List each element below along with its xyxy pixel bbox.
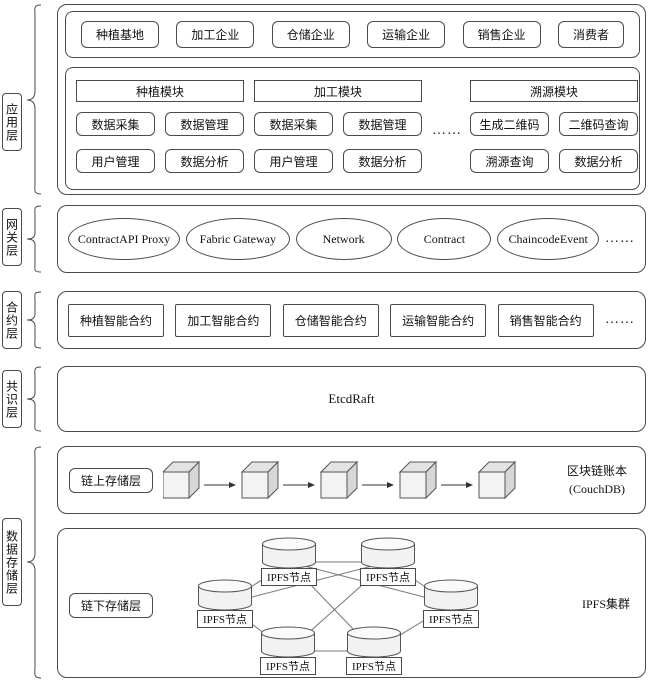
cube-icon (398, 460, 438, 500)
ipfs-node: IPFS节点 (260, 626, 316, 675)
contract-layer-panel: 种植智能合约 加工智能合约 仓储智能合约 运输智能合约 销售智能合约 …… (57, 291, 646, 349)
actor-transport-enterprise: 运输企业 (367, 21, 446, 48)
actor-sales-enterprise: 销售企业 (462, 21, 541, 48)
database-cylinder-icon (261, 626, 315, 658)
cube-icon (163, 460, 201, 500)
module-item: 数据分析 (343, 149, 422, 173)
layer-label-contract: 合约层 (2, 291, 22, 349)
gateway-node-network: Network (295, 218, 392, 260)
database-cylinder-icon (361, 537, 415, 569)
layer-brace-storage-icon (26, 446, 42, 679)
module-item: 生成二维码 (470, 112, 549, 136)
modules-ellipsis: …… (432, 123, 462, 138)
database-cylinder-icon (262, 537, 316, 569)
module-item: 数据采集 (76, 112, 155, 136)
module-item: 二维码查询 (559, 112, 638, 136)
onchain-storage-label: 链上存储层 (69, 468, 153, 493)
ipfs-node-label: IPFS节点 (197, 610, 253, 628)
cube-icon (319, 460, 359, 500)
layer-label-storage: 数据存储层 (2, 518, 22, 606)
application-layer-panel: 种植基地 加工企业 仓储企业 运输企业 销售企业 消费者 种植模块 数据采集 数… (57, 4, 646, 195)
application-actors-panel: 种植基地 加工企业 仓储企业 运输企业 销售企业 消费者 (65, 11, 640, 58)
layer-brace-gateway-icon (26, 205, 42, 273)
ipfs-node: IPFS节点 (261, 537, 317, 586)
layer-brace-consensus-icon (26, 366, 42, 432)
contract-planting: 种植智能合约 (68, 303, 165, 337)
actor-warehousing-enterprise: 仓储企业 (271, 21, 350, 48)
module-traceability: 溯源模块 生成二维码 二维码查询 溯源查询 数据分析 (470, 80, 638, 173)
layer-brace-contract-icon (26, 291, 42, 349)
module-planting: 种植模块 数据采集 数据管理 用户管理 数据分析 (76, 80, 244, 173)
database-cylinder-icon (424, 579, 478, 611)
gateway-node-fabric-gateway: Fabric Gateway (185, 218, 290, 260)
ipfs-node-label: IPFS节点 (360, 568, 416, 586)
cube-icon (477, 460, 517, 500)
actor-processing-enterprise: 加工企业 (176, 21, 255, 48)
offchain-storage-label: 链下存储层 (69, 593, 153, 618)
application-modules-panel: 种植模块 数据采集 数据管理 用户管理 数据分析 加工模块 数据采集 数据管理 … (65, 67, 640, 190)
gateway-layer-panel: ContractAPI Proxy Fabric Gateway Network… (57, 205, 646, 273)
ipfs-node-label: IPFS节点 (423, 610, 479, 628)
actor-consumer: 消费者 (557, 21, 624, 48)
layer-label-gateway: 网关层 (2, 208, 22, 266)
database-cylinder-icon (347, 626, 401, 658)
onchain-caption: 区块链账本 (CouchDB) (553, 462, 641, 498)
layer-label-consensus: 共识层 (2, 370, 22, 428)
ipfs-node: IPFS节点 (346, 626, 402, 675)
module-item: 用户管理 (254, 149, 333, 173)
ipfs-node-label: IPFS节点 (260, 657, 316, 675)
gateway-node-contract: Contract (397, 218, 492, 260)
module-item: 数据管理 (343, 112, 422, 136)
module-item: 数据管理 (165, 112, 244, 136)
gateway-ellipsis: …… (604, 231, 635, 246)
gateway-node-chaincodeevent: ChaincodeEvent (497, 218, 600, 260)
ipfs-node: IPFS节点 (360, 537, 416, 586)
module-item: 数据分析 (165, 149, 244, 173)
contract-sales: 销售智能合约 (497, 303, 594, 337)
module-processing-title: 加工模块 (254, 80, 422, 102)
actor-planting-base: 种植基地 (81, 21, 160, 48)
ipfs-node-label: IPFS节点 (261, 568, 317, 586)
module-processing: 加工模块 数据采集 数据管理 用户管理 数据分析 (254, 80, 422, 173)
consensus-label: EtcdRaft (328, 391, 375, 406)
module-planting-title: 种植模块 (76, 80, 244, 102)
contract-ellipsis: …… (604, 312, 635, 327)
gateway-node-contractapi-proxy: ContractAPI Proxy (68, 218, 180, 260)
contract-processing: 加工智能合约 (175, 303, 272, 337)
onchain-caption-sub: (CouchDB) (569, 482, 625, 496)
module-traceability-title: 溯源模块 (470, 80, 638, 102)
ipfs-node: IPFS节点 (197, 579, 253, 628)
blockchain-blocks-icon (163, 460, 517, 500)
module-item: 数据分析 (559, 149, 638, 173)
module-item: 用户管理 (76, 149, 155, 173)
ipfs-node: IPFS节点 (423, 579, 479, 628)
onchain-caption-title: 区块链账本 (566, 464, 627, 478)
layer-brace-application-icon (26, 4, 42, 195)
consensus-layer-panel: EtcdRaft (57, 366, 646, 432)
offchain-storage-panel: 链下存储层 IPFS节点 IPFS节点 IPFS节点 (57, 528, 646, 678)
layer-label-application: 应用层 (2, 93, 22, 151)
contract-warehousing: 仓储智能合约 (282, 303, 379, 337)
contract-transport: 运输智能合约 (390, 303, 487, 337)
cube-icon (240, 460, 280, 500)
ipfs-node-label: IPFS节点 (346, 657, 402, 675)
module-item: 数据采集 (254, 112, 333, 136)
onchain-storage-panel: 链上存储层 (57, 446, 646, 514)
database-cylinder-icon (198, 579, 252, 611)
module-item: 溯源查询 (470, 149, 549, 173)
offchain-caption: IPFS集群 (581, 597, 631, 611)
